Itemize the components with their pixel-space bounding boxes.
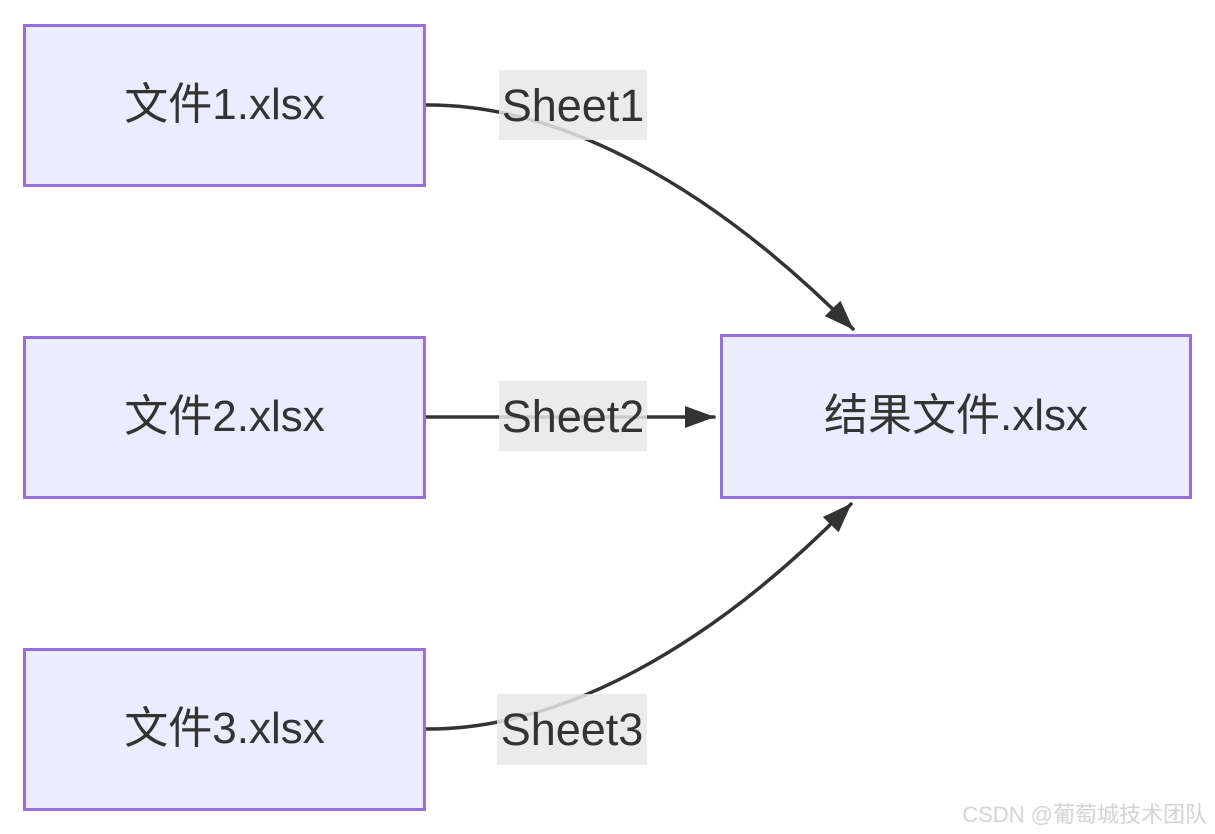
node-result-label: 结果文件.xlsx xyxy=(824,391,1088,441)
edge-file3-to-result xyxy=(424,502,853,731)
node-file2-label: 文件2.xlsx xyxy=(124,392,325,442)
edge-label-sheet3: Sheet3 xyxy=(497,694,647,765)
edge-label-sheet1: Sheet1 xyxy=(499,70,647,140)
edge-label-sheet3-text: Sheet3 xyxy=(500,704,644,755)
edge-label-sheet1-text: Sheet1 xyxy=(501,79,645,131)
edge-label-sheet2: Sheet2 xyxy=(499,381,647,451)
node-file2: 文件2.xlsx xyxy=(23,336,426,499)
edge-label-sheet2-text: Sheet2 xyxy=(501,390,645,442)
node-file1-label: 文件1.xlsx xyxy=(124,80,325,130)
node-result: 结果文件.xlsx xyxy=(720,334,1192,499)
node-file1: 文件1.xlsx xyxy=(23,24,426,187)
node-file3-label: 文件3.xlsx xyxy=(124,704,325,754)
edge-file1-to-result xyxy=(424,103,855,331)
node-file3: 文件3.xlsx xyxy=(23,648,426,811)
watermark: CSDN @葡萄城技术团队 xyxy=(962,802,1207,827)
